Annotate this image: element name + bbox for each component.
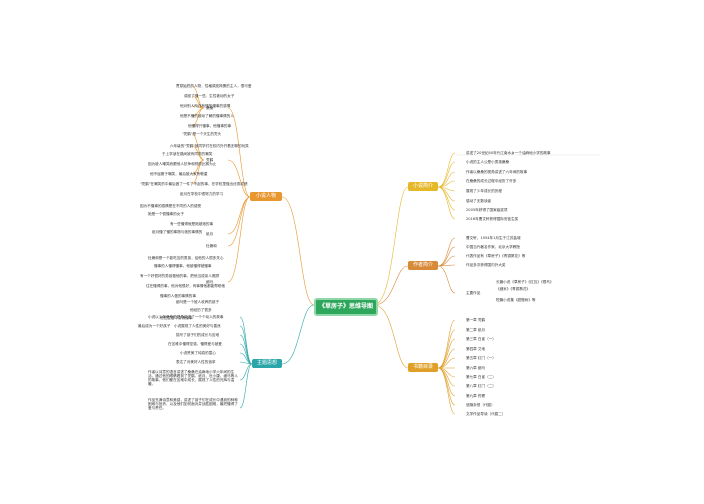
- list-item: 《细米》《青铜葵花》: [496, 287, 531, 291]
- list-item: 短篇小说集《甜橙树》等: [496, 298, 536, 302]
- list-item: 在桑桑的成长过程中经历了许多: [466, 179, 517, 183]
- list-item: 第八章 红门（二）: [466, 384, 496, 388]
- list-item: 她是一个很懂事的女子: [148, 212, 184, 216]
- list-item: 展现了少年成长的历程: [466, 189, 502, 193]
- list-item: 小说的主人公是小男孩桑桑: [466, 160, 510, 164]
- list-item: 在苦难中懂得坚强，懂得爱与被爱: [168, 342, 222, 346]
- list-item: "秃鹤"在嘲笑的中最后做了一件了不起的事，在学校里做出优秀成绩: [140, 182, 248, 186]
- list-item: 作品多次获得国内外大奖: [466, 263, 506, 267]
- list-item: 因为不懂事的感情是在不同的人的感受: [140, 204, 202, 208]
- central-topic[interactable]: 《草房子》思维导图: [314, 298, 378, 316]
- person-sangsang[interactable]: 桑桑: [206, 106, 214, 110]
- list-item: 小说赞美了纯真的童心: [180, 351, 216, 355]
- list-item: 小说展现了人性的美好与善良: [174, 324, 221, 328]
- list-item: 2005年获得了国家级奖项: [466, 208, 508, 212]
- list-item: 第九章 药寮: [466, 394, 486, 398]
- person-dumeng[interactable]: 杜雍和: [206, 244, 217, 248]
- list-item: 杜雍和是一个能吃苦的男孩，给他的人很多关心: [148, 256, 224, 260]
- list-item: 第七章 白雀（二）: [466, 375, 496, 379]
- list-item: 最后成为一个好孩子: [138, 324, 171, 328]
- list-item: 2016年曹文轩获得国际安徒生奖: [466, 217, 519, 221]
- theme-paragraph: 作者以诗意的语言讲述了桑桑在油麻地小学六年间的生活，通过他的眼睛看到了秃鹤、纸月…: [148, 370, 238, 386]
- list-item: 中国当代著名作家，北京大学教授: [466, 245, 520, 249]
- branch-author[interactable]: 作者简介: [408, 261, 438, 270]
- list-item: 主要作品: [466, 291, 481, 295]
- list-item: 他在生活中变得懂事: [160, 316, 193, 320]
- branch-summary[interactable]: 小说简介: [408, 182, 438, 191]
- person-dumbo[interactable]: 秃鹤: [206, 158, 214, 162]
- list-item: 他对别人所存有懂的懂事的感情: [180, 104, 231, 108]
- list-item: 他经历了很多: [190, 308, 212, 312]
- list-item: 于上学读在路间被有同学的嘲笑: [162, 152, 213, 156]
- person-jiang[interactable]: 细马: [206, 280, 214, 284]
- list-item: 懂事的人懂得懂事，他被懂得被懂事: [154, 264, 212, 268]
- list-item: 长篇小说《草房子》《红瓦》《根鸟》: [496, 280, 554, 284]
- list-item: 描写了孩子们的成长与苦难: [176, 333, 220, 337]
- list-item: 讲述了20世纪40年代江南水乡一个油麻地小学的故事: [466, 151, 551, 155]
- list-item: 追随永恒（代跋）: [466, 403, 495, 407]
- list-item: 第三章 白雀（一）: [466, 337, 496, 341]
- list-item: 感动了无数读者: [466, 199, 492, 203]
- list-item: 住在懂得的事，他对他很好，有事情他都能帮助他: [146, 284, 226, 288]
- list-item: 第五章 红门（一）: [466, 356, 496, 360]
- list-item: 文学作品导读（代跋二）: [466, 412, 506, 416]
- list-item: 懂事的人做的事情的事: [160, 294, 196, 298]
- list-item: 他是不懂的被动了解的懂事情的人: [180, 114, 234, 118]
- list-item: 他不屈服于嘲笑，最后被大家所敬重: [150, 172, 208, 176]
- list-item: 调皮了懂一些。生性被动的女子: [184, 94, 235, 98]
- list-item: 第六章 细马: [466, 366, 486, 370]
- branch-characters[interactable]: 小说人物: [250, 192, 282, 201]
- list-item: 第四章 艾地: [466, 347, 486, 351]
- list-item: 第二章 纸月: [466, 328, 486, 332]
- list-item: 纸月在学校中很努力的学习: [180, 192, 224, 196]
- list-item: 因为被人嘲笑而跟他人抗争和别的比赛为止: [148, 162, 217, 166]
- list-item: 有一些懂得就是她被她的事: [170, 222, 214, 226]
- list-item: 曹文轩，1954年1月生于江苏盐城: [466, 236, 521, 240]
- list-item: 他懂得只懂事，他懂事的事: [188, 124, 232, 128]
- branch-theme[interactable]: 主题思想: [252, 359, 282, 368]
- theme-paragraph: 作品充满诗意和美感，讲述了孩子们在成长中遇到的种种困难与挫折，以及他们如何面对并…: [148, 398, 238, 410]
- list-item: 第一章 秃鹤: [466, 318, 486, 322]
- list-item: 六年级的"秃鹤"被同学们在校内外开着无聊的玩笑: [170, 144, 249, 148]
- list-item: 贯穿始终的人物，性格调皮捣蛋的主人，很可爱: [176, 84, 252, 88]
- branch-catalog[interactable]: 书籍目录: [408, 363, 438, 372]
- list-item: 有一个好很好的男孩做他的事，把他当成亲人照顾: [140, 274, 220, 278]
- list-item: "秃鹤"是一个天生的秃头: [182, 132, 222, 136]
- list-item: 代表作品有《草房子》《青铜葵花》等: [466, 254, 526, 258]
- list-item: 表达了对美好人性的追求: [176, 360, 216, 364]
- list-item: 作者以桑桑的视角讲述了六年间的故事: [466, 170, 528, 174]
- list-item: 纸月懂了懂的事物与她的事情的: [152, 230, 203, 234]
- list-item: 细马是一个被人收养的孩子: [176, 300, 220, 304]
- list-item: 小说以少年桑桑的视角讲述了一个个动人的故事: [148, 315, 224, 319]
- person-zhina[interactable]: 纸月: [206, 232, 214, 236]
